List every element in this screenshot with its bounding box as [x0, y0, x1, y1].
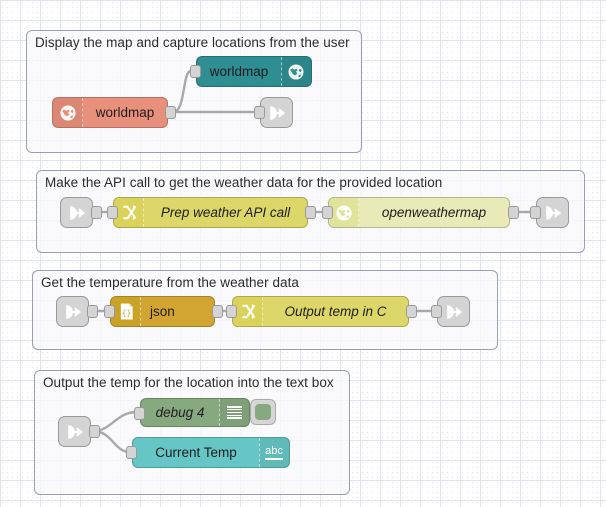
function-icon	[233, 297, 263, 326]
node-worldmap-in-output-port[interactable]	[165, 106, 176, 119]
node-label: worldmap	[95, 105, 155, 120]
node-json[interactable]: {} json	[110, 296, 215, 327]
node-json-input-port[interactable]	[104, 305, 115, 318]
node-link-in-4-output-port[interactable]	[89, 425, 100, 438]
abc-text-icon: abc	[259, 438, 289, 467]
debug-toggle-button[interactable]	[250, 399, 276, 425]
json-braces-icon: {}	[111, 297, 141, 326]
node-label: openweathermap	[381, 205, 487, 220]
node-link-in-3[interactable]	[56, 296, 89, 327]
debug-lines-icon	[219, 399, 249, 426]
node-link-out-2-input-port[interactable]	[530, 206, 541, 219]
group-display-map[interactable]: Display the map and capture locations fr…	[26, 30, 362, 153]
group-label: Output the temp for the location into th…	[43, 375, 334, 390]
node-worldmap-out[interactable]: worldmap	[196, 56, 312, 87]
node-openweathermap-input-port[interactable]	[322, 206, 333, 219]
function-icon	[114, 198, 144, 227]
globe-icon	[281, 57, 311, 86]
group-label: Get the temperature from the weather dat…	[41, 275, 299, 290]
node-link-out-3[interactable]	[437, 296, 470, 327]
node-current-temp[interactable]: Current Temp abc	[132, 437, 290, 468]
node-label: json	[150, 304, 175, 319]
node-label: worldmap	[209, 64, 269, 79]
globe-icon	[329, 198, 359, 227]
node-current-temp-input-port[interactable]	[126, 446, 137, 459]
globe-icon	[53, 98, 83, 127]
node-prep-weather[interactable]: Prep weather API call	[113, 197, 308, 228]
node-prep-weather-output-port[interactable]	[305, 206, 316, 219]
group-label: Display the map and capture locations fr…	[35, 35, 350, 50]
node-label: debug 4	[155, 405, 205, 420]
node-debug-4-input-port[interactable]	[134, 407, 145, 420]
node-link-in-2-output-port[interactable]	[91, 206, 102, 219]
node-output-temp[interactable]: Output temp in C	[232, 296, 409, 327]
node-openweathermap[interactable]: openweathermap	[328, 197, 510, 228]
node-debug-4[interactable]: debug 4	[140, 398, 250, 427]
node-label: Current Temp	[155, 445, 237, 460]
node-link-in-3-output-port[interactable]	[87, 305, 98, 318]
node-link-out-1[interactable]	[260, 97, 293, 128]
node-json-output-port[interactable]	[212, 305, 223, 318]
node-prep-weather-input-port[interactable]	[107, 206, 118, 219]
debug-toggle-indicator	[255, 404, 271, 420]
node-link-in-4[interactable]	[58, 416, 91, 447]
abc-icon-glyph: abc	[265, 445, 283, 460]
node-openweathermap-output-port[interactable]	[508, 206, 519, 219]
node-link-out-3-input-port[interactable]	[431, 305, 442, 318]
node-label: Output temp in C	[284, 304, 387, 319]
node-worldmap-in[interactable]: worldmap	[52, 97, 168, 128]
node-output-temp-output-port[interactable]	[406, 305, 417, 318]
group-label: Make the API call to get the weather dat…	[45, 175, 443, 190]
node-worldmap-out-input-port[interactable]	[190, 65, 201, 78]
svg-text:{}: {}	[121, 308, 131, 317]
node-link-in-2[interactable]	[60, 197, 93, 228]
node-output-temp-input-port[interactable]	[226, 305, 237, 318]
node-link-out-1-input-port[interactable]	[254, 106, 265, 119]
node-label: Prep weather API call	[160, 205, 291, 220]
